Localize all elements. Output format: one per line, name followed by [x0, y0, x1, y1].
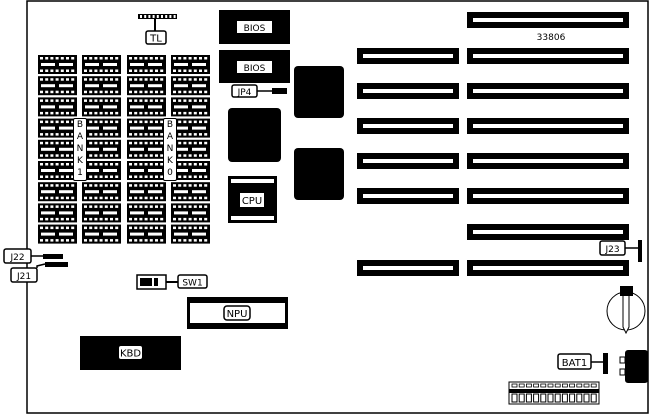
sw1-dip-switch: SW1 [136, 274, 208, 290]
memory-chip [171, 97, 210, 117]
memory-chip [82, 139, 121, 159]
expansion-slot [467, 48, 629, 64]
bank0-letter: N [166, 144, 174, 154]
expansion-slot [467, 188, 629, 204]
memory-chip [38, 118, 77, 138]
chipset-chip [228, 108, 281, 162]
memory-chip [171, 182, 210, 202]
j21-connector: J21 [10, 262, 68, 283]
bank1-letter: K [77, 156, 83, 166]
memory-chip [38, 97, 77, 117]
expansion-slot [357, 83, 459, 99]
memory-banks [38, 55, 210, 244]
tl-label: TL [149, 34, 162, 45]
memory-chip [38, 182, 77, 202]
npu-label: NPU [227, 309, 248, 320]
memory-chip [38, 161, 77, 180]
memory-chip [82, 76, 121, 96]
chipset-chip [294, 66, 344, 118]
tl-connector: TL [138, 14, 177, 45]
j22-connector: J22 [3, 248, 63, 264]
model-number: 33806 [537, 33, 566, 43]
memory-chip [171, 55, 210, 74]
memory-chip [127, 118, 166, 138]
bios-chip-1: BIOS [219, 10, 290, 44]
memory-chip [127, 55, 166, 74]
expansion-slot [467, 12, 629, 28]
bank0-letter: B [166, 120, 174, 130]
jp4-label: JP4 [237, 88, 252, 98]
bat1-label: BAT1 [562, 358, 587, 369]
memory-chip [82, 203, 121, 223]
j23-label: J23 [604, 245, 619, 255]
expansion-slot [357, 153, 459, 169]
bank1-letter: N [76, 144, 84, 154]
memory-chip [38, 203, 77, 223]
bios-label: BIOS [244, 64, 266, 74]
memory-chip [82, 55, 121, 74]
memory-chip [127, 139, 166, 159]
memory-chip [82, 224, 121, 244]
cpu-socket: CPU [228, 176, 277, 223]
memory-chip [82, 161, 121, 180]
bank1-letter: B [76, 120, 84, 130]
memory-chip [127, 76, 166, 96]
j23-connector: J23 [599, 240, 642, 262]
power-connector [508, 381, 600, 405]
expansion-slot [467, 153, 629, 169]
keyboard-connector [619, 350, 648, 383]
chipset-chip [294, 148, 344, 200]
npu-socket: NPU [187, 297, 288, 329]
expansion-slot [467, 83, 629, 99]
bank0-letter: K [167, 156, 173, 166]
memory-chip [127, 161, 166, 180]
bios-label: BIOS [244, 24, 266, 34]
sw1-label: SW1 [182, 279, 202, 289]
expansion-slot [357, 48, 459, 64]
memory-chip [171, 76, 210, 96]
memory-chip [127, 203, 166, 223]
bat1-connector: BAT1 [557, 353, 608, 374]
memory-chip [171, 224, 210, 244]
jp4-jumper: JP4 [231, 84, 287, 98]
memory-chip [82, 118, 121, 138]
expansion-slot [467, 260, 629, 276]
memory-chip [171, 161, 210, 180]
bank1-letter: 1 [77, 168, 83, 178]
memory-chip [171, 118, 210, 138]
memory-chip [127, 224, 166, 244]
bank0-letter: 0 [167, 168, 173, 178]
memory-chip [171, 203, 210, 223]
memory-chip [127, 182, 166, 202]
bios-chip-2: BIOS [219, 50, 290, 83]
j22-label: J22 [9, 253, 24, 263]
memory-chip [38, 224, 77, 244]
board-outline [26, 0, 649, 414]
memory-chip [127, 97, 166, 117]
cpu-label: CPU [242, 196, 262, 207]
memory-chip [82, 97, 121, 117]
memory-chip [82, 182, 121, 202]
expansion-slot [467, 118, 629, 134]
expansion-slot [357, 118, 459, 134]
expansion-slots [357, 12, 629, 276]
expansion-slot [467, 224, 629, 240]
expansion-slot [357, 260, 459, 276]
kbd-label: KBD [120, 349, 141, 360]
memory-chip [38, 55, 77, 74]
keyboard-controller-chip: KBD [80, 336, 181, 370]
bank1-letter: A [76, 132, 84, 142]
j21-label: J21 [16, 272, 31, 282]
battery [606, 286, 646, 335]
memory-chip [38, 139, 77, 159]
bank0-letter: A [166, 132, 174, 142]
memory-chip [171, 139, 210, 159]
expansion-slot [357, 188, 459, 204]
memory-chip [38, 76, 77, 96]
